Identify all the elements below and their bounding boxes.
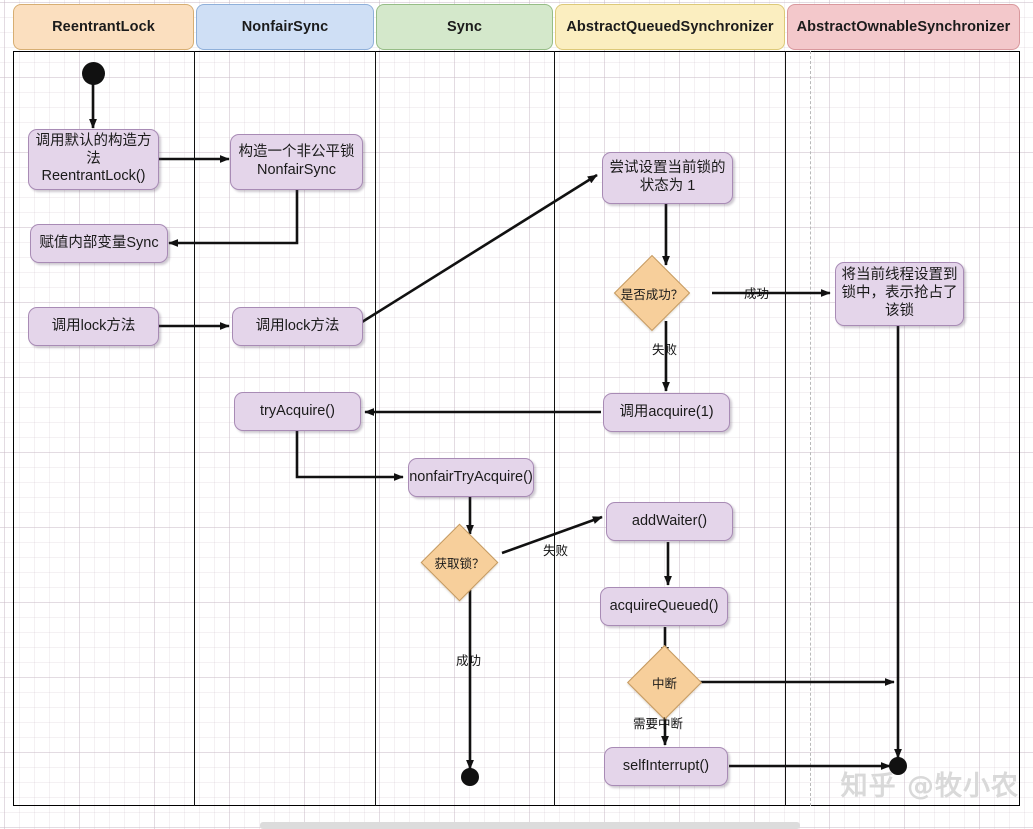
edge-label-success-1: 成功 bbox=[744, 287, 770, 301]
lane-header-aqs[interactable]: AbstractQueuedSynchronizer bbox=[555, 4, 785, 50]
lane-header-reentrantlock[interactable]: ReentrantLock bbox=[13, 4, 194, 50]
lane-header-sync[interactable]: Sync bbox=[376, 4, 553, 50]
edge-label-need-interrupt: 需要中断 bbox=[633, 717, 684, 731]
node-acquirequeued[interactable]: acquireQueued() bbox=[600, 587, 728, 626]
node-call-acquire[interactable]: 调用acquire(1) bbox=[603, 393, 730, 432]
bottom-scroll-indicator[interactable] bbox=[260, 822, 800, 829]
lane-header-aos[interactable]: AbstractOwnableSynchronizer bbox=[787, 4, 1020, 50]
node-nonfairtryacquire[interactable]: nonfairTryAcquire() bbox=[408, 458, 534, 497]
lane-divider-1 bbox=[194, 51, 195, 806]
node-default-ctor[interactable]: 调用默认的构造方 法 ReentrantLock() bbox=[28, 129, 159, 190]
decision-label: 获取锁？ bbox=[434, 557, 485, 571]
edge-label-fail-1: 失败 bbox=[652, 343, 678, 357]
end-node-right bbox=[889, 757, 907, 775]
node-build-nonfair-sync[interactable]: 构造一个非公平锁 NonfairSync bbox=[230, 134, 363, 190]
lane-header-label: AbstractOwnableSynchronizer bbox=[796, 19, 1011, 35]
swimlane-body bbox=[13, 51, 1020, 806]
node-set-lock-state[interactable]: 尝试设置当前锁的 状态为 1 bbox=[602, 152, 733, 204]
lane-divider-2 bbox=[375, 51, 376, 806]
node-addwaiter[interactable]: addWaiter() bbox=[606, 502, 733, 541]
edge-label-success-2: 成功 bbox=[456, 654, 482, 668]
lane-header-label: ReentrantLock bbox=[52, 19, 155, 35]
decision-label: 是否成功？ bbox=[620, 287, 684, 302]
lane-header-label: NonfairSync bbox=[241, 19, 329, 35]
decision-interrupt[interactable]: 中断 bbox=[627, 645, 702, 720]
lane-header-label: AbstractQueuedSynchronizer bbox=[566, 19, 774, 35]
node-call-lock-nonfairsync[interactable]: 调用lock方法 bbox=[232, 307, 363, 346]
lane-header-label: Sync bbox=[446, 19, 483, 35]
lane-divider-3 bbox=[554, 51, 555, 806]
lane-divider-dashed bbox=[810, 51, 811, 806]
node-assign-internal-sync[interactable]: 赋值内部变量Sync bbox=[30, 224, 168, 263]
lane-header-nonfairsync[interactable]: NonfairSync bbox=[196, 4, 374, 50]
lane-divider-4 bbox=[785, 51, 786, 806]
decision-label: 中断 bbox=[651, 677, 677, 691]
edge-label-fail-2: 失败 bbox=[543, 544, 569, 558]
node-tryacquire[interactable]: tryAcquire() bbox=[234, 392, 361, 431]
start-node bbox=[82, 62, 105, 85]
decision-get-lock[interactable]: 获取锁？ bbox=[420, 523, 499, 602]
node-set-current-thread-owner[interactable]: 将当前线程设置到 锁中，表示抢占了 该锁 bbox=[835, 262, 964, 326]
node-call-lock-reentrantlock[interactable]: 调用lock方法 bbox=[28, 307, 159, 346]
node-selfinterrupt[interactable]: selfInterrupt() bbox=[604, 747, 728, 786]
decision-is-success[interactable]: 是否成功？ bbox=[613, 254, 691, 332]
end-node-left bbox=[461, 768, 479, 786]
watermark: 知乎 @牧小农 bbox=[840, 771, 1019, 802]
